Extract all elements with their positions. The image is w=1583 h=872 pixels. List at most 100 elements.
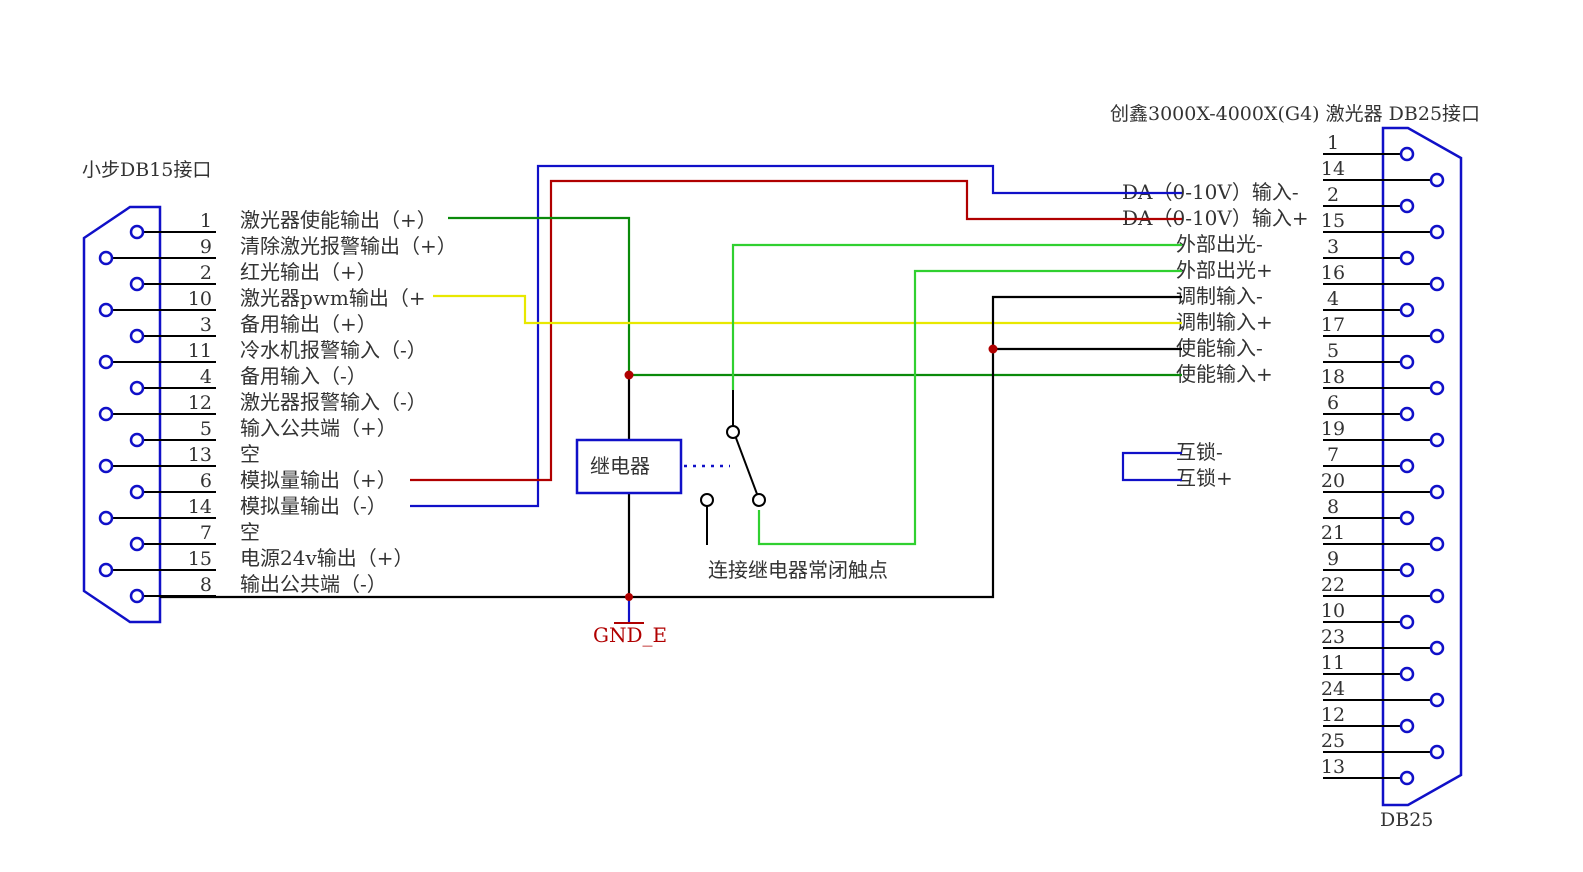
db15-pin-socket <box>129 588 145 604</box>
db15-pin-label: 清除激光报警输出（+） <box>240 234 457 258</box>
db15-pin-number: 14 <box>188 496 212 518</box>
db15-pin-number: 2 <box>200 262 212 284</box>
ground-label: GND_E <box>593 623 667 647</box>
db25-signal-label: 使能输入+ <box>1176 362 1273 386</box>
contact-note: 连接继电器常闭触点 <box>708 558 888 582</box>
db25-pin-socket <box>1429 276 1445 292</box>
db25-pin-socket <box>1399 406 1415 422</box>
db25-pin-socket <box>1399 510 1415 526</box>
db15-pin-number: 15 <box>188 548 212 570</box>
db25-pin-number: 22 <box>1321 574 1345 596</box>
db25-pin-number: 16 <box>1321 262 1345 284</box>
db25-pin-number: 23 <box>1321 626 1345 648</box>
db25-pin-number: 25 <box>1321 730 1345 752</box>
db15-pin-socket <box>129 224 145 240</box>
relay: 继电器 <box>575 438 683 495</box>
db15-pin-socket <box>98 354 114 370</box>
db25-pin-socket <box>1399 770 1415 786</box>
wire-lightgreen-ext-plus <box>757 269 1182 546</box>
db15-pin-label: 电源24v输出（+） <box>240 546 414 570</box>
db25-pin-socket <box>1399 146 1415 162</box>
db25-pin-number: 12 <box>1321 704 1345 726</box>
db25-pin-number: 10 <box>1321 600 1345 622</box>
db15-pin-number: 10 <box>188 288 212 310</box>
db25-pin-socket <box>1429 224 1445 240</box>
db25-pin-number: 3 <box>1327 236 1339 258</box>
db25-pin-socket <box>1399 302 1415 318</box>
db25-pin-number: 19 <box>1321 418 1345 440</box>
db15-pin-socket <box>129 276 145 292</box>
db15-pin-label: 激光器使能输出（+） <box>240 208 437 232</box>
wire-lightgreen-ext-minus <box>731 243 1182 390</box>
db25-pin-number: 8 <box>1327 496 1339 518</box>
db15-pin-socket <box>98 458 114 474</box>
db25-signal-label: 调制输入- <box>1176 284 1263 308</box>
db15-pin-number: 7 <box>200 522 212 544</box>
db25-pin-number: 15 <box>1321 210 1345 232</box>
db25-pin-number: 1 <box>1327 132 1339 154</box>
db25-pin-number: 21 <box>1321 522 1345 544</box>
db25-pin-number: 4 <box>1327 288 1339 310</box>
db15-pin-number: 13 <box>188 444 212 466</box>
db15-pin-number: 3 <box>200 314 212 336</box>
db25-signal-label: 使能输入- <box>1176 336 1263 360</box>
db25-pin-number: 14 <box>1321 158 1345 180</box>
contact-terminal <box>700 493 714 507</box>
left-connector-title: 小步DB15接口 <box>82 159 211 181</box>
db15-pin-number: 4 <box>200 366 212 388</box>
db15-pin-label: 备用输出（+） <box>240 312 377 336</box>
wire-interlock-loop <box>1121 451 1182 482</box>
db15-pin-socket <box>98 302 114 318</box>
db25-connector: 1142153164175186197208219221023112412251… <box>1321 126 1463 807</box>
db15-connector <box>82 205 216 624</box>
normally-closed-contact <box>700 390 766 545</box>
wire-yellow-pwm <box>433 294 1182 325</box>
db15-pin-label: 激光器报警输入（-） <box>240 390 427 414</box>
db25-pin-socket <box>1399 354 1415 370</box>
db15-pin-label: 输入公共端（+） <box>240 416 397 440</box>
db25-pin-number: 2 <box>1327 184 1339 206</box>
db25-pin-number: 9 <box>1327 548 1339 570</box>
db25-pin-number: 6 <box>1327 392 1339 414</box>
db25-pin-socket <box>1429 744 1445 760</box>
db25-signal-label: 外部出光- <box>1176 232 1263 256</box>
db25-pin-socket <box>1429 640 1445 656</box>
relay-label: 继电器 <box>590 454 650 478</box>
db15-pin-number: 8 <box>200 574 212 596</box>
contact-terminal <box>752 493 766 507</box>
right-connector-bottom-label: DB25 <box>1380 809 1433 831</box>
wire-blue-da-minus <box>410 164 1182 508</box>
junction-dot <box>625 593 633 601</box>
db25-pin-socket <box>1429 380 1445 396</box>
wire-red-da-plus <box>410 179 1182 482</box>
db15-connector-shell <box>82 205 162 624</box>
db15-pin-number: 5 <box>200 418 212 440</box>
db15-pin-number: 1 <box>200 210 212 232</box>
db15-pin-label: 红光输出（+） <box>240 260 377 284</box>
db15-pin-label: 激光器pwm输出（+ <box>240 286 426 310</box>
db15-pin-label: 输出公共端（-） <box>240 572 387 596</box>
db25-pin-socket <box>1429 588 1445 604</box>
db25-signal-label: 互锁- <box>1176 440 1223 464</box>
db25-pin-socket <box>1429 172 1445 188</box>
right-connector-title: 创鑫3000X-4000X(G4) 激光器 DB25接口 <box>1110 103 1480 125</box>
db15-pin-socket <box>129 484 145 500</box>
contact-terminal <box>726 425 740 439</box>
db25-pin-number: 11 <box>1321 652 1345 674</box>
db25-connector-shell <box>1381 126 1463 807</box>
db15-pin-socket <box>129 536 145 552</box>
db25-pin-socket <box>1429 536 1445 552</box>
db25-pin-socket <box>1399 562 1415 578</box>
db15-pin-socket <box>98 562 114 578</box>
db15-pin-socket <box>98 250 114 266</box>
db25-pin-number: 20 <box>1321 470 1345 492</box>
db15-pin-number: 11 <box>188 340 212 362</box>
db15-pin-label: 空 <box>240 520 260 544</box>
db15-pin-socket <box>98 406 114 422</box>
db25-pin-number: 5 <box>1327 340 1339 362</box>
db15-pin-number: 9 <box>200 236 212 258</box>
db15-pin-label: 空 <box>240 442 260 466</box>
db25-pin-socket <box>1399 666 1415 682</box>
db15-pin-number: 6 <box>200 470 212 492</box>
